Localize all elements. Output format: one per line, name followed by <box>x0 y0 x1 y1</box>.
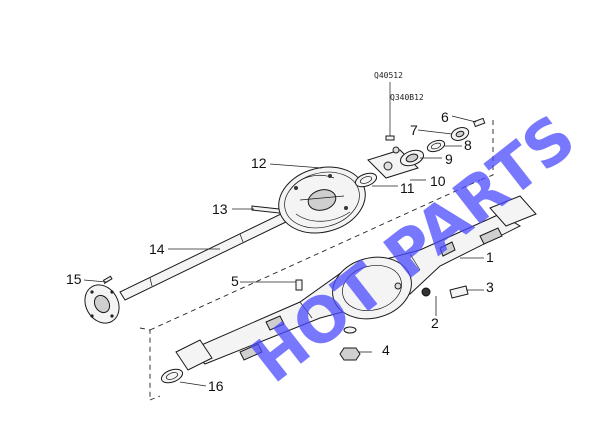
watermark-text: HOT PARTS <box>238 100 589 396</box>
clip <box>472 117 486 128</box>
callout-3: 3 <box>486 279 494 295</box>
callout-5: 5 <box>231 273 239 289</box>
hub-seal <box>160 368 184 384</box>
callout-11: 11 <box>400 180 415 196</box>
callout-4: 4 <box>382 342 390 358</box>
breather-valve <box>449 285 469 299</box>
drain-plug <box>421 287 431 297</box>
bearing-ring <box>426 139 446 153</box>
part-code-upper: Q40512 <box>374 71 403 80</box>
axle-housing <box>175 195 537 371</box>
callout-9: 9 <box>445 151 453 167</box>
callout-6: 6 <box>441 109 449 125</box>
small-bolt <box>385 82 400 154</box>
axle-flange <box>84 275 120 324</box>
callout-13: 13 <box>212 201 228 217</box>
bolt <box>295 279 303 291</box>
callout-10: 10 <box>430 173 446 189</box>
callout-16: 16 <box>208 378 224 394</box>
bearing <box>399 149 425 167</box>
brake-backing-plate <box>278 166 366 234</box>
callout-1: 1 <box>486 249 494 265</box>
leader-lines <box>83 115 484 387</box>
callout-7: 7 <box>410 122 418 138</box>
washer-nut <box>339 326 361 361</box>
callout-14: 14 <box>149 241 165 257</box>
callout-2: 2 <box>431 315 439 331</box>
axle-shaft <box>119 209 292 301</box>
oil-seal <box>354 172 378 188</box>
callout-15: 15 <box>66 271 82 287</box>
callout-12: 12 <box>251 155 267 171</box>
retainer-cap <box>450 127 470 141</box>
part-code-lower: Q340B12 <box>390 93 424 102</box>
dashed-boundary <box>139 120 494 401</box>
callout-8: 8 <box>464 137 472 153</box>
